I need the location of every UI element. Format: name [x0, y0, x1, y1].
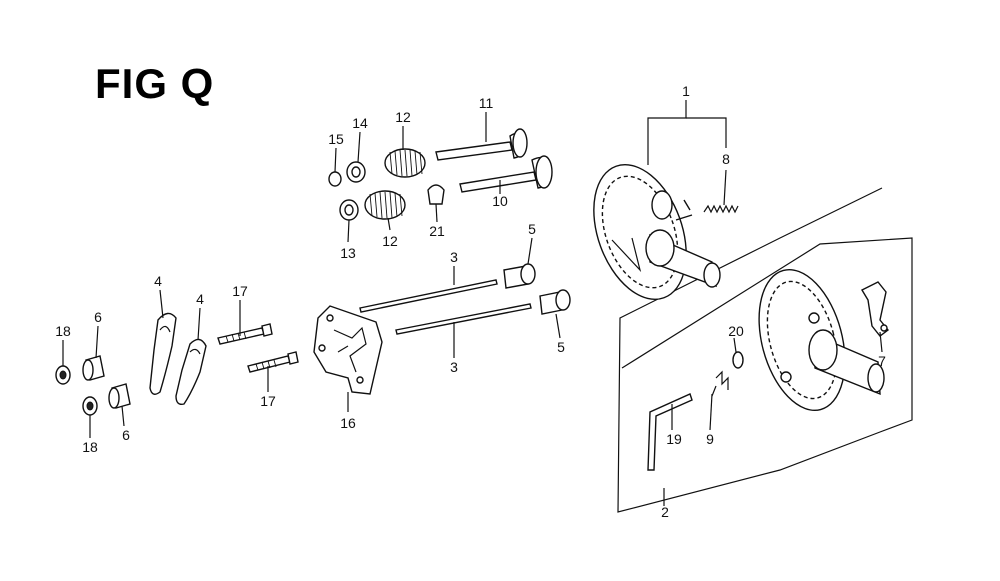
callout-8: 8 — [722, 151, 730, 167]
nut-part-18-lower — [82, 396, 98, 416]
spring-part-8 — [703, 204, 739, 214]
retainer-part-13 — [339, 199, 359, 221]
camshaft-gear-part-2 — [758, 268, 885, 412]
push-rod-part-3-upper — [359, 279, 498, 313]
callout-4-left: 4 — [154, 273, 162, 289]
callout-11: 11 — [479, 95, 494, 111]
valve-spring-part-12-upper — [384, 148, 426, 178]
callout-6-lower: 6 — [122, 427, 130, 443]
valve-part-10 — [459, 155, 553, 193]
callout-15: 15 — [328, 131, 344, 147]
tappet-part-5-upper — [503, 263, 536, 289]
callout-6-upper: 6 — [94, 309, 102, 325]
callout-19: 19 — [666, 431, 682, 447]
callout-20: 20 — [728, 323, 744, 339]
valve-part-11 — [435, 128, 528, 161]
callout-3-upper: 3 — [450, 249, 458, 265]
decompressor-part-7 — [861, 281, 889, 337]
callout-21: 21 — [429, 223, 445, 239]
callout-2: 2 — [661, 504, 669, 520]
cap-part-15 — [328, 171, 342, 187]
stud-part-17-lower — [247, 351, 299, 373]
callout-9: 9 — [706, 431, 714, 447]
pivot-part-6-lower — [108, 383, 131, 409]
callout-18-lower: 18 — [82, 439, 98, 455]
callout-7: 7 — [878, 353, 886, 369]
pin-part-20 — [732, 351, 744, 369]
callout-labels: 1 2 3 3 4 4 5 5 6 6 7 8 9 10 11 12 12 13… — [55, 83, 886, 520]
seal-part-21 — [427, 184, 445, 205]
callout-12-lower: 12 — [382, 233, 398, 249]
figure-title: FIG Q — [95, 60, 215, 107]
callout-5-lower: 5 — [557, 339, 565, 355]
spring-part-9 — [711, 370, 729, 397]
retainer-part-14 — [346, 161, 366, 183]
rocker-arm-part-4-left — [149, 312, 177, 395]
callout-12-upper: 12 — [395, 109, 411, 125]
callout-13: 13 — [340, 245, 356, 261]
leader-lines — [62, 100, 883, 506]
camshaft-gear-part-1 — [593, 163, 721, 301]
nut-part-18-upper — [55, 365, 71, 385]
callout-4-right: 4 — [196, 291, 204, 307]
callout-3-lower: 3 — [450, 359, 458, 375]
rod-part-19 — [647, 393, 693, 471]
callout-1: 1 — [682, 83, 690, 99]
callout-18-upper: 18 — [55, 323, 71, 339]
callout-14: 14 — [352, 115, 368, 131]
stud-part-17-upper — [217, 323, 273, 345]
callout-10: 10 — [492, 193, 508, 209]
guide-plate-part-16 — [313, 305, 383, 395]
tappet-part-5-lower — [539, 289, 571, 315]
push-rod-part-3-lower — [395, 303, 532, 335]
valve-spring-part-12-lower — [364, 190, 406, 220]
pivot-part-6-upper — [82, 355, 105, 381]
callout-17-upper: 17 — [232, 283, 248, 299]
rocker-arm-part-4-right — [175, 338, 207, 406]
callout-16: 16 — [340, 415, 356, 431]
callout-17-lower: 17 — [260, 393, 276, 409]
callout-5-upper: 5 — [528, 221, 536, 237]
